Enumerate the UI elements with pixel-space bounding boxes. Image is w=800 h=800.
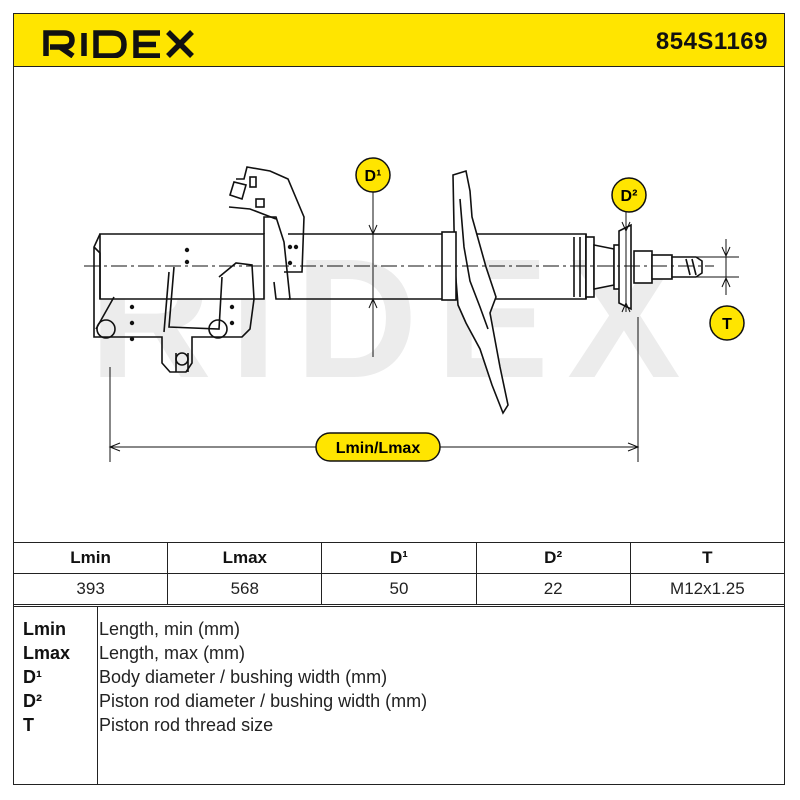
part-number: 854S1169 (655, 28, 768, 55)
t-badge (709, 305, 745, 341)
shock-absorber-outline (93, 166, 703, 415)
legend-abbr: T (23, 715, 34, 735)
d1-label: D¹ (365, 168, 382, 185)
legend-abbr: Lmin (23, 619, 66, 639)
specs-value-t: M12x1.25 (629, 573, 786, 605)
legend-desc: Body diameter / bushing width (mm) (99, 667, 388, 687)
t-label: T (722, 316, 732, 333)
specs-header-t: T (629, 542, 786, 574)
specs-value-lmax: 568 (167, 573, 323, 605)
mounting-holes (129, 244, 299, 342)
specs-value-d1: 50 (321, 573, 477, 605)
specs-header-row: Lmin Lmax D¹ D² T (12, 542, 786, 574)
legend-desc: Length, min (mm) (99, 619, 241, 639)
specs-header-lmax: Lmax (167, 542, 323, 574)
legend-row: D¹ Body diameter / bushing width (mm) (13, 667, 783, 691)
legend-abbr: Lmax (23, 643, 71, 663)
legend-row: D² Piston rod diameter / bushing width (… (13, 691, 783, 715)
legend-row: T Piston rod thread size (13, 715, 783, 739)
d2-label: D² (621, 188, 638, 205)
d1-dimension (368, 187, 378, 357)
specs-header-lmin: Lmin (12, 542, 169, 574)
specs-value-d2: 22 (475, 573, 631, 605)
legend-row: Lmax Length, max (mm) (13, 643, 783, 667)
specs-value-lmin: 393 (12, 573, 169, 605)
specs-header-d1: D¹ (321, 542, 477, 574)
specs-header-d2: D² (475, 542, 631, 574)
specs-value-row: 393 568 50 22 M12x1.25 (12, 573, 786, 605)
ridex-logo (42, 28, 212, 63)
d1-badge (355, 157, 391, 193)
d2-badge (611, 177, 647, 213)
legend: Lmin Length, min (mm) Lmax Length, max (… (13, 606, 785, 785)
technical-drawing: RIDEX (14, 67, 784, 542)
specs-table: Lmin Lmax D¹ D² T 393 568 50 22 M12x1.25 (12, 542, 786, 605)
legend-divider (97, 607, 98, 784)
d2-dimension (621, 212, 631, 313)
legend-desc: Length, max (mm) (99, 643, 246, 663)
legend-abbr: D¹ (23, 667, 42, 687)
header-bar: 854S1169 (13, 13, 785, 67)
legend-desc: Piston rod thread size (99, 715, 274, 735)
legend-row: Lmin Length, min (mm) (13, 619, 783, 643)
legend-desc: Piston rod diameter / bushing width (mm) (99, 691, 428, 711)
length-label: Lmin/Lmax (336, 440, 421, 457)
t-dimension (679, 239, 739, 295)
legend-abbr: D² (23, 691, 42, 711)
length-badge (315, 432, 441, 462)
